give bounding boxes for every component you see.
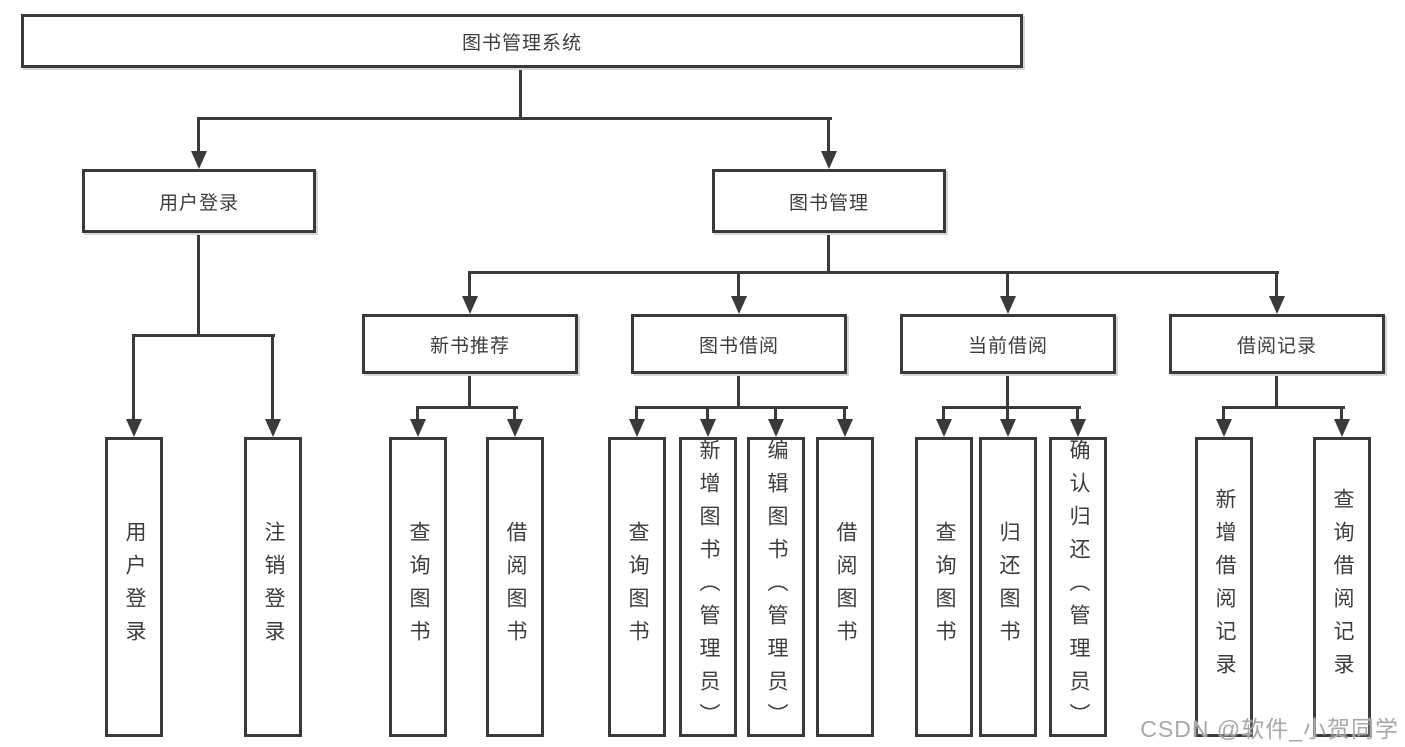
node-library-management-system: 图书管理系统: [21, 14, 1023, 68]
connector-stub: [737, 374, 740, 408]
arrow-down-icon: [936, 419, 952, 437]
connector-root-stub: [519, 68, 522, 119]
arrow-down-icon: [507, 419, 523, 437]
connector-drop: [1340, 406, 1343, 422]
node-add-borrow-record: 新增借阅记录: [1195, 437, 1253, 737]
connector-drop: [1006, 406, 1009, 422]
node-borrow-books: 借阅图书: [816, 437, 874, 737]
leaf-label: 借阅图书: [834, 521, 857, 653]
arrow-down-icon: [731, 296, 747, 314]
leaf-label: 归还图书: [997, 521, 1020, 653]
arrow-down-icon: [1070, 419, 1086, 437]
arrow-down-icon: [265, 419, 281, 437]
arrow-down-icon: [837, 419, 853, 437]
connector-drop: [271, 334, 274, 420]
arrow-down-icon: [462, 296, 478, 314]
connector-rail: [416, 406, 518, 409]
connector-rail: [942, 406, 1081, 409]
leaf-label: 编辑图书（管理员）: [765, 438, 788, 736]
node-book-management: 图书管理: [712, 169, 946, 233]
leaf-label: 用户登录: [123, 521, 146, 653]
node-query-books-borrowing: 查询图书: [608, 437, 666, 737]
arrow-down-icon: [1216, 419, 1232, 437]
node-borrowing-records: 借阅记录: [1169, 314, 1385, 374]
arrow-down-icon: [1269, 296, 1285, 314]
node-edit-book-admin: 编辑图书（管理员）: [747, 437, 805, 737]
connector-stub: [1275, 374, 1278, 408]
leaf-label: 查询图书: [933, 521, 956, 653]
node-return-books: 归还图书: [979, 437, 1037, 737]
node-query-books-recommend: 查询图书: [389, 437, 447, 737]
node-query-borrow-record: 查询借阅记录: [1313, 437, 1371, 737]
arrow-down-icon: [1334, 419, 1350, 437]
node-book-borrowing: 图书借阅: [631, 314, 847, 374]
leaf-label: 查询图书: [626, 521, 649, 653]
connector-drop: [706, 406, 709, 422]
leaf-label: 新增图书（管理员）: [697, 438, 720, 736]
connector-drop: [416, 406, 419, 422]
arrow-down-icon: [700, 419, 716, 437]
arrow-down-icon: [821, 151, 837, 169]
connector-drop: [468, 271, 471, 299]
connector-drop-user-login: [197, 117, 200, 153]
connector-drop: [1006, 271, 1009, 299]
connector-book-management-stub: [827, 233, 830, 273]
arrow-down-icon: [768, 419, 784, 437]
leaf-label: 新增借阅记录: [1213, 488, 1236, 686]
connector-drop: [1076, 406, 1079, 422]
connector-drop: [737, 271, 740, 299]
leaf-label: 查询图书: [407, 521, 430, 653]
connector-stub: [468, 374, 471, 408]
arrow-down-icon: [1000, 419, 1016, 437]
connector-drop-book-management: [827, 117, 830, 153]
node-add-book-admin: 新增图书（管理员）: [679, 437, 737, 737]
connector-drop: [132, 334, 135, 420]
arrow-down-icon: [410, 419, 426, 437]
connector-drop: [774, 406, 777, 422]
connector-drop: [635, 406, 638, 422]
node-confirm-return-admin: 确认归还（管理员）: [1049, 437, 1107, 737]
arrow-down-icon: [191, 151, 207, 169]
connector-drop: [843, 406, 846, 422]
connector-rail: [635, 406, 848, 409]
leaf-label: 借阅图书: [504, 521, 527, 653]
connector-level3-rail: [468, 271, 1279, 274]
watermark-text: CSDN @软件_小贺同学: [1140, 716, 1399, 742]
arrow-down-icon: [629, 419, 645, 437]
node-user-login-leaf: 用户登录: [105, 437, 163, 737]
connector-rail: [1222, 406, 1345, 409]
connector-user-login-stub: [197, 233, 200, 336]
connector-stub: [1006, 374, 1009, 408]
node-user-login: 用户登录: [82, 169, 316, 233]
node-new-book-recommendation: 新书推荐: [362, 314, 578, 374]
connector-level2-rail: [197, 117, 832, 120]
connector-drop: [1275, 271, 1278, 299]
leaf-label: 查询借阅记录: [1331, 488, 1354, 686]
leaf-label: 确认归还（管理员）: [1067, 438, 1090, 736]
node-borrow-books-recommend: 借阅图书: [486, 437, 544, 737]
connector-drop: [513, 406, 516, 422]
connector-drop: [1222, 406, 1225, 422]
node-current-borrowing: 当前借阅: [900, 314, 1116, 374]
arrow-down-icon: [126, 419, 142, 437]
node-logout: 注销登录: [244, 437, 302, 737]
leaf-label: 注销登录: [262, 521, 285, 653]
connector-user-login-rail: [132, 334, 275, 337]
arrow-down-icon: [1000, 296, 1016, 314]
node-query-books-current: 查询图书: [915, 437, 973, 737]
connector-drop: [942, 406, 945, 422]
